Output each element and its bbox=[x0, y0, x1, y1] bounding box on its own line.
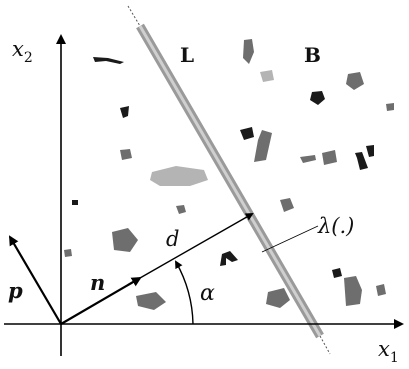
particle bbox=[120, 106, 129, 118]
particle bbox=[376, 284, 386, 296]
lambda-pointer bbox=[261, 225, 319, 253]
particle bbox=[260, 70, 274, 82]
particle bbox=[112, 228, 138, 252]
line-label-L: L bbox=[180, 43, 194, 67]
particle bbox=[366, 145, 374, 157]
lambda-label: λ(.) bbox=[317, 214, 354, 238]
vectors bbox=[8, 213, 319, 325]
line-L-core bbox=[138, 25, 322, 337]
particle bbox=[64, 249, 72, 257]
particle bbox=[93, 57, 124, 64]
particle bbox=[266, 288, 290, 308]
particle bbox=[72, 200, 78, 205]
perpendicular-vector-p bbox=[8, 235, 62, 325]
particle bbox=[136, 292, 166, 310]
axes bbox=[4, 34, 404, 356]
particle bbox=[332, 268, 342, 278]
particle bbox=[355, 152, 368, 170]
line-L-dashed-top bbox=[127, 5, 141, 27]
particle bbox=[243, 39, 254, 64]
particle bbox=[176, 205, 186, 214]
particle bbox=[322, 150, 337, 165]
particle bbox=[240, 127, 254, 140]
region-label-B: B bbox=[304, 43, 321, 67]
angle-arc-alpha bbox=[175, 260, 194, 325]
normal-label-n: n bbox=[90, 270, 105, 295]
line-L bbox=[127, 5, 331, 355]
particle bbox=[120, 149, 132, 160]
particle bbox=[310, 91, 325, 105]
particle bbox=[300, 155, 316, 163]
angle-label-alpha: α bbox=[200, 281, 215, 306]
line-L-dashed-bottom bbox=[319, 335, 331, 355]
particle bbox=[386, 103, 394, 111]
perpendicular-label-p: p bbox=[8, 278, 23, 303]
particles bbox=[64, 39, 394, 310]
particle bbox=[346, 72, 364, 90]
particle bbox=[280, 198, 294, 212]
particle bbox=[220, 251, 238, 266]
labels: x2 x1 L B d α n p λ(.) bbox=[8, 37, 399, 366]
particle bbox=[254, 130, 272, 162]
particle bbox=[344, 276, 362, 306]
distance-vector-d bbox=[139, 213, 254, 279]
distance-label-d: d bbox=[166, 227, 179, 251]
normal-vector-n bbox=[60, 276, 142, 325]
particle bbox=[150, 166, 208, 186]
x2-axis-label: x2 bbox=[12, 37, 33, 66]
x1-axis-label: x1 bbox=[378, 337, 399, 366]
